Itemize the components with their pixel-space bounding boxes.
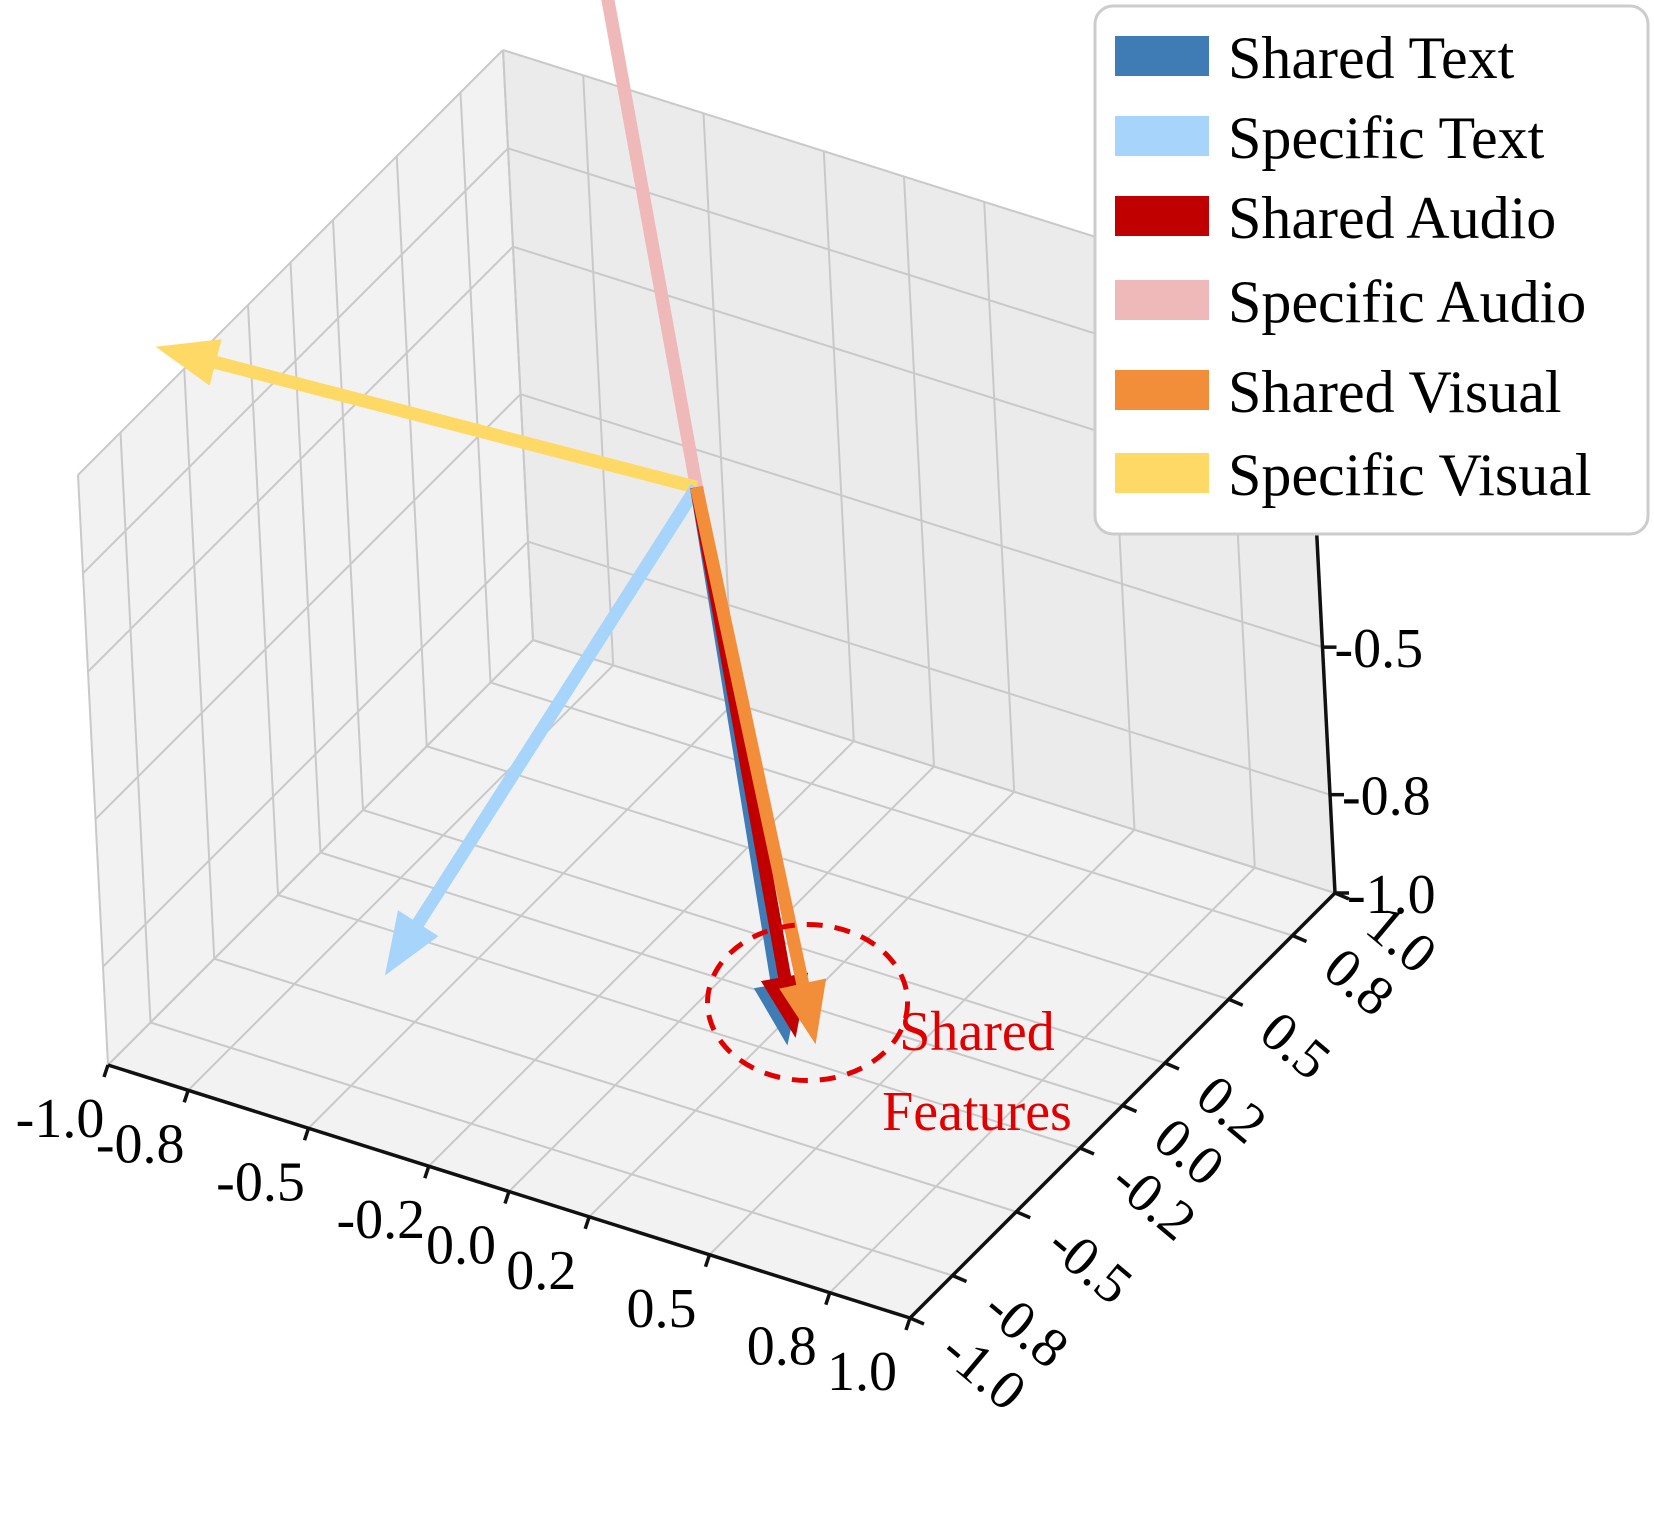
arrow-head: [779, 978, 827, 1045]
y-tick-mark: [1291, 933, 1308, 944]
grid-line: [94, 393, 522, 820]
x-tick-label: 0.0: [426, 1215, 496, 1277]
grid-line: [490, 681, 1293, 937]
annotation-text: Features: [882, 1081, 1072, 1143]
y-tick-label: -0.5: [1036, 1212, 1144, 1316]
grid-line: [527, 540, 1331, 796]
legend-swatch: [1115, 36, 1209, 76]
vector-arrow: [384, 483, 702, 976]
x-tick-mark: [182, 1089, 190, 1103]
x-tick-mark: [824, 1292, 832, 1306]
grid-line: [426, 745, 1230, 1001]
vector-arrow: [690, 485, 827, 1045]
annotation-text: Shared: [899, 1001, 1055, 1063]
x-tick-mark: [503, 1190, 511, 1205]
y-tick-mark: [1121, 1103, 1138, 1114]
legend-label: Specific Text: [1228, 105, 1545, 171]
arrow-head: [384, 910, 439, 976]
x-tick-label: 0.2: [506, 1240, 576, 1302]
y-tick-mark: [909, 1316, 925, 1326]
x-tick-mark: [583, 1216, 591, 1230]
vector-arrow: [601, 0, 703, 489]
x-tick-mark: [703, 1254, 712, 1268]
x-tick-mark: [423, 1165, 431, 1179]
legend-label: Specific Visual: [1228, 442, 1592, 508]
y-tick-mark: [1164, 1061, 1180, 1071]
x-tick-label: -0.8: [96, 1113, 185, 1175]
arrow-shaft: [690, 485, 812, 998]
grid-line: [82, 147, 509, 575]
legend-swatch: [1115, 196, 1209, 236]
x-tick-mark: [302, 1127, 311, 1141]
x-tick-mark: [904, 1317, 912, 1331]
z-tick-label: -0.5: [1335, 618, 1424, 680]
legend-box: [1093, 4, 1650, 536]
x-tick-label: -0.5: [216, 1151, 305, 1213]
grid-line: [107, 639, 534, 1066]
y-tick-mark: [951, 1273, 968, 1284]
legend-label: Shared Text: [1228, 25, 1515, 91]
legend-label: Shared Audio: [1228, 185, 1556, 251]
legend-label: Specific Audio: [1228, 269, 1586, 335]
arrow-shaft: [601, 0, 703, 489]
x-tick-label: 1.0: [827, 1341, 897, 1403]
y-tick-mark: [1015, 1210, 1031, 1220]
z-tick-label: -0.8: [1342, 766, 1431, 828]
legend-swatch: [1115, 453, 1209, 493]
y-tick-mark: [1228, 997, 1244, 1007]
legend-swatch: [1115, 370, 1209, 410]
vector-arrow: [155, 339, 699, 494]
x-tick-label: 0.5: [627, 1278, 697, 1340]
legend-swatch: [1115, 280, 1209, 320]
legend-label: Shared Visual: [1228, 359, 1562, 425]
grid-line: [320, 851, 1123, 1107]
vector-arrows: [155, 0, 827, 1046]
arrow-shaft: [201, 352, 699, 494]
y-tick-label: 0.5: [1248, 1000, 1341, 1092]
grid-line: [213, 957, 1017, 1213]
grid-line: [77, 49, 504, 476]
arrow-shaft: [406, 483, 702, 938]
arrow-head: [155, 339, 222, 386]
x-tick-label: -1.0: [16, 1088, 105, 1150]
x-tick-label: -0.2: [336, 1189, 425, 1251]
legend-swatch: [1115, 116, 1209, 156]
x-tick-label: 0.8: [747, 1316, 817, 1378]
grid-line: [102, 540, 529, 968]
z-tick-label: -1.0: [1347, 864, 1436, 926]
grid-line: [150, 1021, 953, 1277]
grid-line: [520, 393, 1323, 649]
shared-features-circle: [705, 922, 911, 1084]
x-tick-mark: [102, 1064, 110, 1078]
grid-line: [532, 639, 1336, 894]
y-tick-mark: [1079, 1146, 1095, 1156]
grid-line: [87, 245, 514, 673]
